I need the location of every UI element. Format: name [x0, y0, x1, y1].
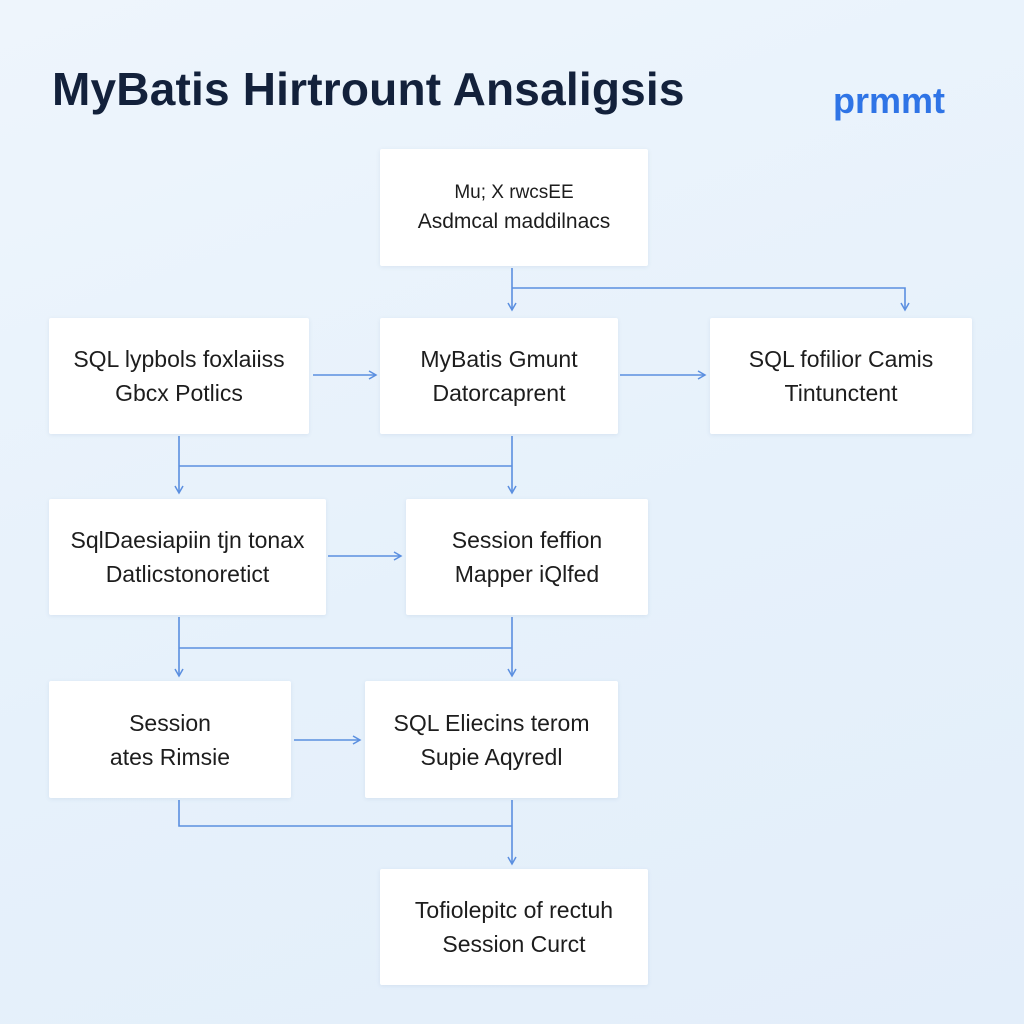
- node-session: Session ates Rimsie: [49, 681, 291, 798]
- node-top: Mu; X rwcsEE Asdmcal maddilnacs: [380, 149, 648, 266]
- node-sql-exec-line-2: Supie Aqyredl: [420, 743, 563, 770]
- node-sql-exec-line-1: SQL Eliecins terom: [393, 709, 590, 736]
- connector-top-to-sql-filter: [512, 287, 910, 312]
- connector-row3-bridge: [178, 800, 512, 827]
- node-session-line-1: Session: [129, 709, 211, 736]
- node-bottom-line-2: Session Curct: [442, 931, 586, 957]
- node-mybatis-line-2: Datorcaprent: [432, 380, 566, 406]
- node-session-mapper: Session feffion Mapper iQlfed: [406, 499, 648, 615]
- node-sql-types-line-1: SQL lypbols foxlaiiss: [73, 346, 285, 372]
- node-sql-filter-line-2: Tintunctent: [784, 380, 898, 406]
- node-mybatis: MyBatis Gmunt Datorcaprent: [380, 318, 618, 434]
- node-session-line-2: ates Rimsie: [109, 743, 231, 770]
- node-datasource-line-2: Datlicstonoretict: [105, 561, 270, 587]
- node-datasource-line-1: SqlDaesiapiin tjn tonax: [70, 527, 305, 553]
- node-sql-filter: SQL fofilior Camis Tintunctent: [710, 318, 972, 434]
- node-datasource: SqlDaesiapiin tjn tonax Datlicstonoretic…: [49, 499, 326, 615]
- node-session-mapper-line-1: Session feffion: [451, 527, 603, 553]
- node-sql-filter-line-1: SQL fofilior Camis: [748, 346, 934, 372]
- node-sql-exec: SQL Eliecins terom Supie Aqyredl: [365, 681, 618, 798]
- node-session-mapper-line-2: Mapper iQlfed: [454, 561, 600, 587]
- page-title: MyBatis Hirtrount Ansaligsis: [52, 63, 685, 115]
- node-mybatis-line-1: MyBatis Gmunt: [420, 346, 578, 372]
- node-bottom: Tofiolepitc of rectuh Session Curct: [380, 869, 648, 985]
- header-badge: prmmt: [833, 80, 946, 121]
- node-sql-types-line-2: Gbcx Potlics: [115, 380, 243, 406]
- node-top-line-2: Asdmcal maddilnacs: [417, 209, 611, 233]
- node-sql-types: SQL lypbols foxlaiiss Gbcx Potlics: [49, 318, 309, 434]
- node-top-line-1: Mu; X rwcsEE: [454, 181, 574, 203]
- node-bottom-line-1: Tofiolepitc of rectuh: [414, 897, 614, 923]
